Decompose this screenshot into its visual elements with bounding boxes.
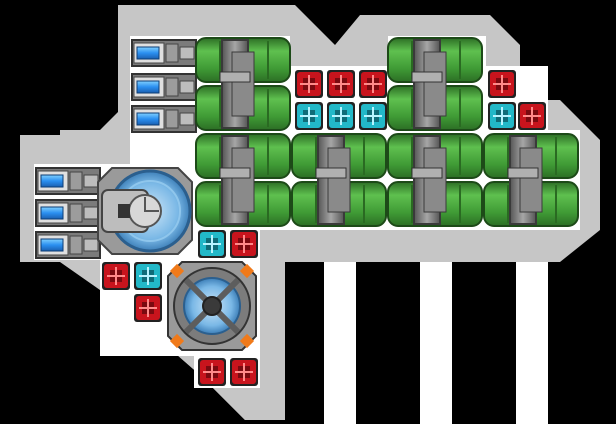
cargo-container-icon[interactable] [483,133,579,227]
crate-group [102,70,546,386]
cyan-supply-crate-icon[interactable] [488,102,516,130]
cargo-container-icon[interactable] [387,37,483,131]
cargo-group [195,37,579,227]
red-supply-crate-icon[interactable] [230,358,258,386]
cyan-supply-crate-icon[interactable] [327,102,355,130]
red-supply-crate-icon[interactable] [198,358,226,386]
engine-thruster-icon[interactable] [131,105,197,133]
cyan-supply-crate-icon[interactable] [198,230,226,258]
engine-thruster-icon[interactable] [131,39,197,67]
reactor-core-icon[interactable] [167,261,257,351]
red-supply-crate-icon[interactable] [295,70,323,98]
red-supply-crate-icon[interactable] [488,70,516,98]
cargo-container-icon[interactable] [387,133,483,227]
cargo-container-icon[interactable] [195,37,291,131]
red-supply-crate-icon[interactable] [327,70,355,98]
cargo-container-icon[interactable] [291,133,387,227]
cyan-supply-crate-icon[interactable] [359,102,387,130]
red-supply-crate-icon[interactable] [359,70,387,98]
cyan-supply-crate-icon[interactable] [295,102,323,130]
engine-thruster-icon[interactable] [131,73,197,101]
engine-thruster-icon[interactable] [35,231,101,259]
red-supply-crate-icon[interactable] [134,294,162,322]
red-supply-crate-icon[interactable] [518,102,546,130]
cyan-supply-crate-icon[interactable] [134,262,162,290]
red-supply-crate-icon[interactable] [102,262,130,290]
engine-thruster-icon[interactable] [35,199,101,227]
cockpit-dome-icon[interactable] [97,167,193,255]
engine-thruster-icon[interactable] [35,167,101,195]
cargo-container-icon[interactable] [195,133,291,227]
red-supply-crate-icon[interactable] [230,230,258,258]
